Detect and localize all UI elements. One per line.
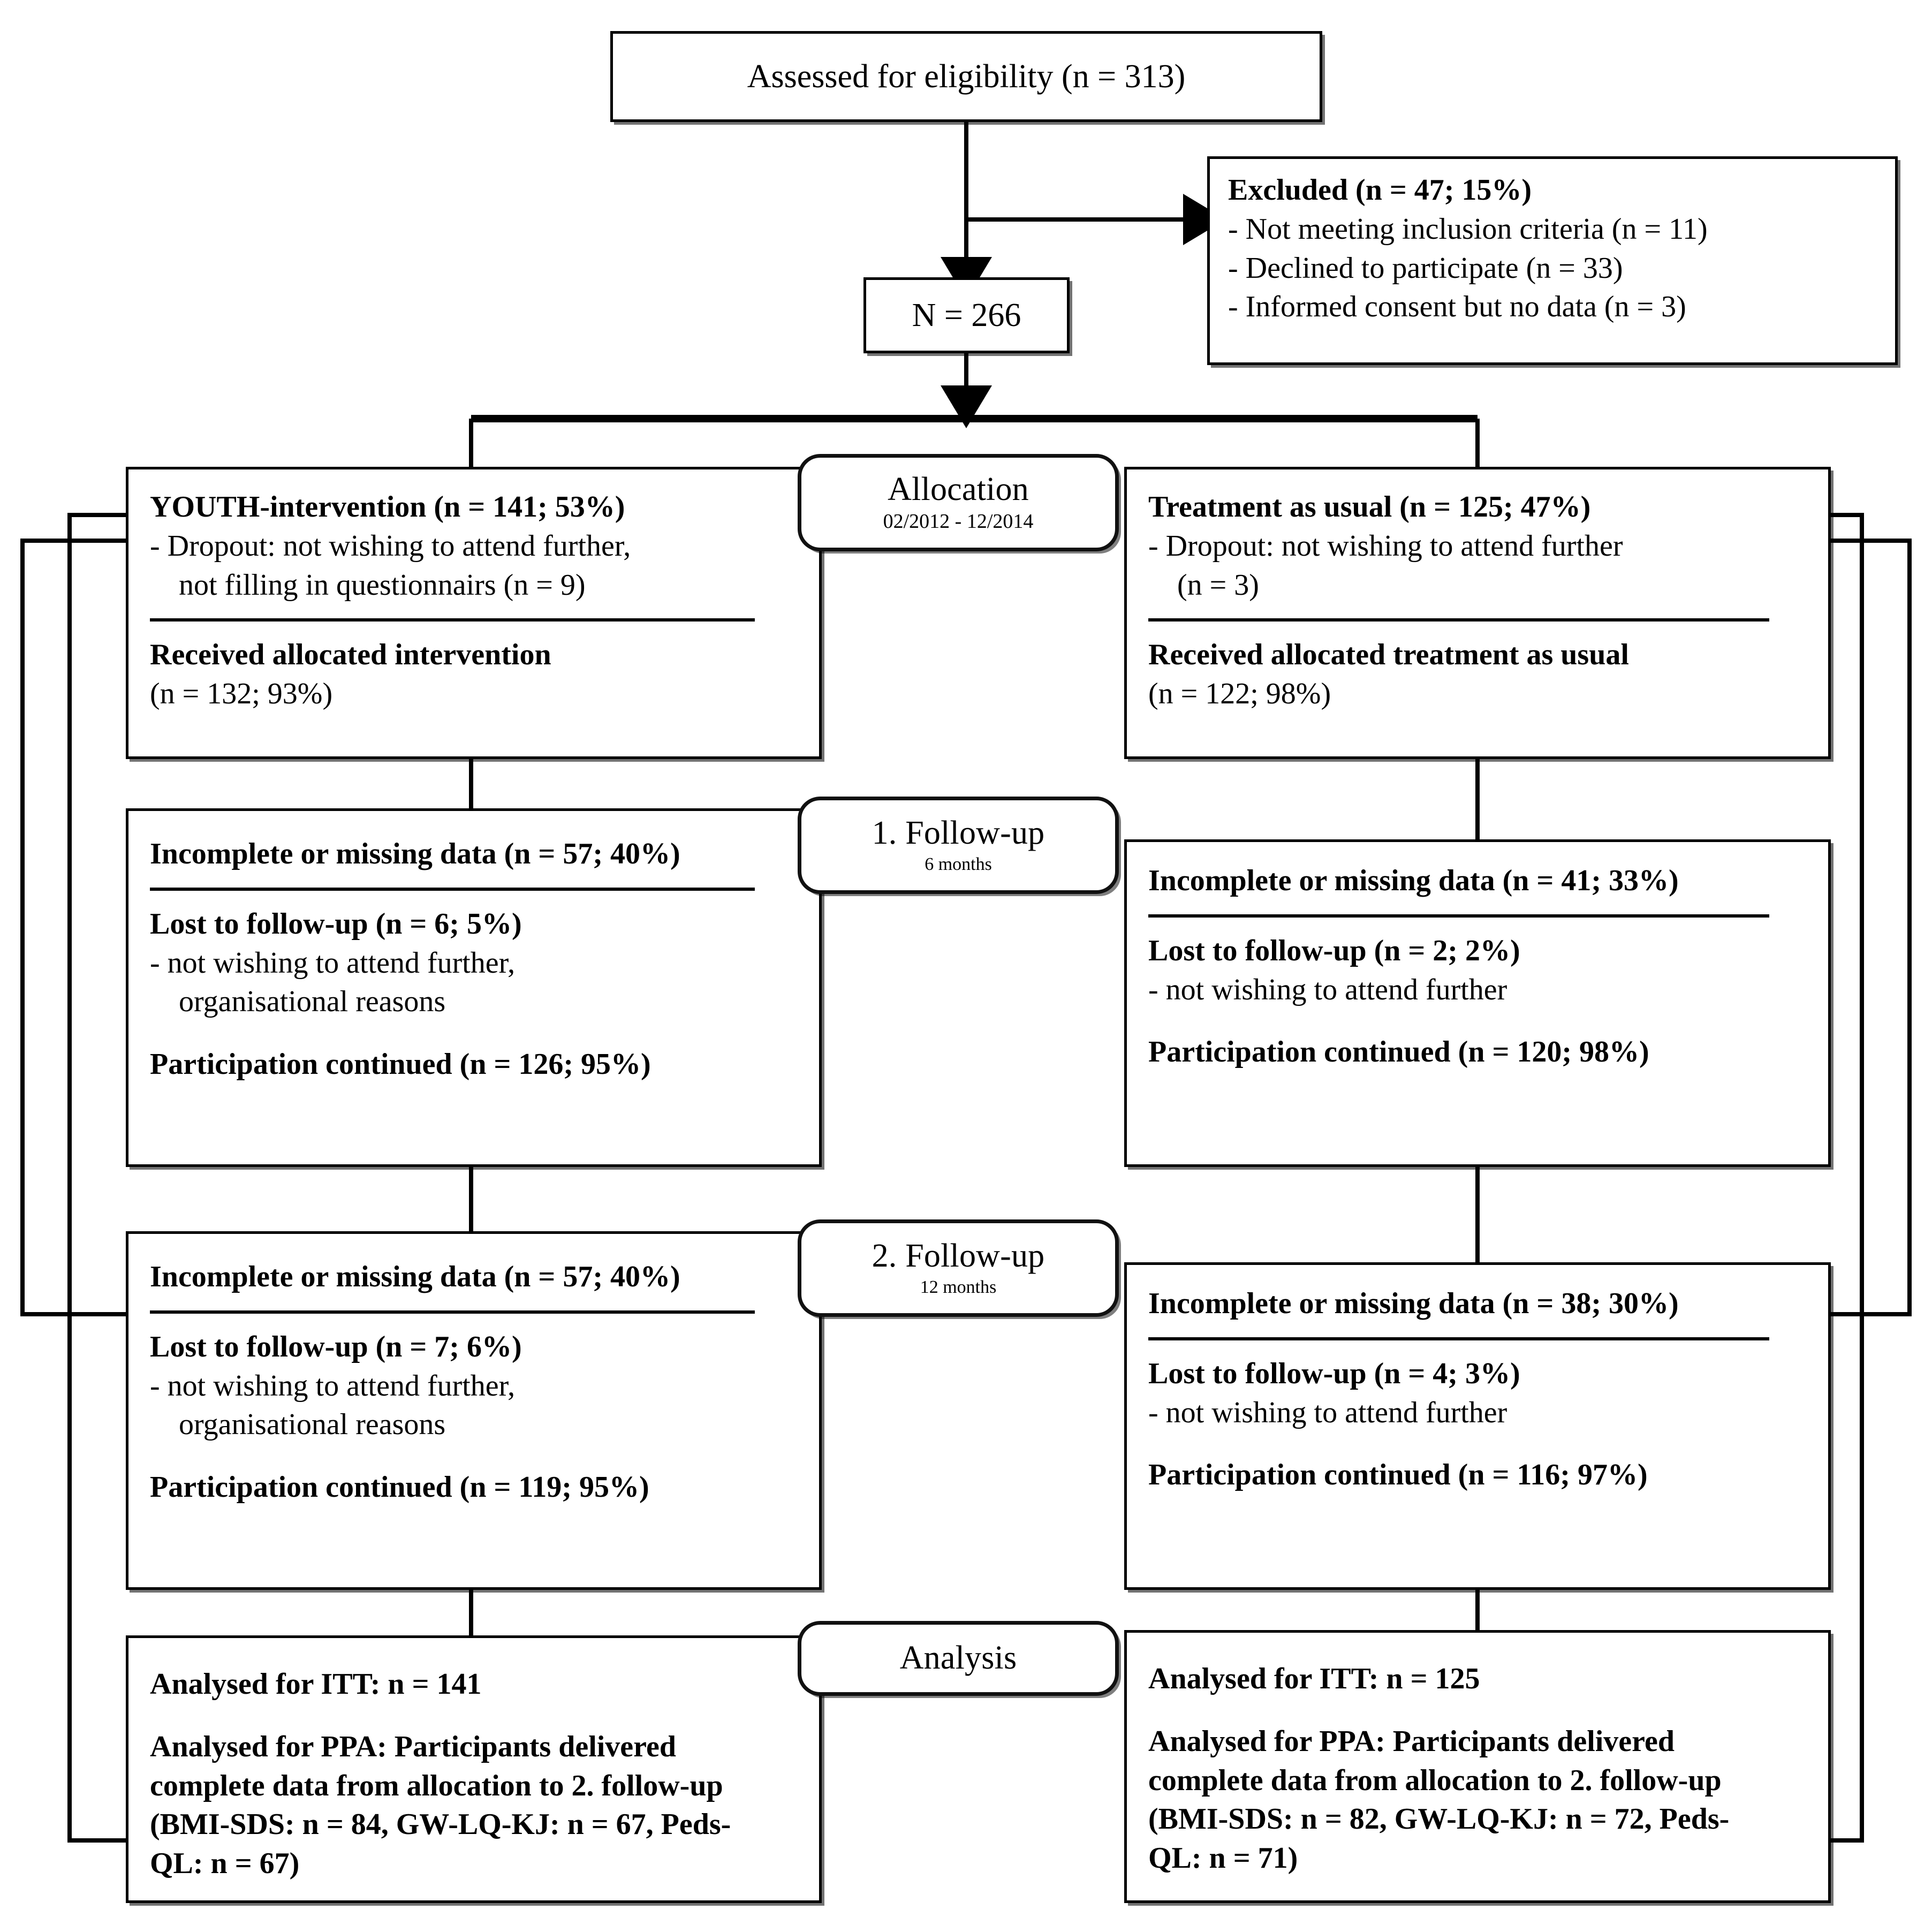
excluded-item-1: - Declined to participate (n = 33): [1228, 251, 1623, 285]
left-allocation-box: YOUTH-intervention (n = 141; 53%) - Drop…: [126, 467, 822, 759]
left-followup2-line-3: - not wishing to attend further,: [150, 1369, 516, 1403]
right-followup2-line-3: - not wishing to attend further: [1148, 1396, 1507, 1429]
right-analysis-box: Analysed for ITT: n = 125 Analysed for P…: [1124, 1630, 1831, 1903]
enrolled-box: N = 266: [863, 277, 1070, 353]
followup1-title: 1. Follow-up: [872, 815, 1045, 852]
followup1-subtitle: 6 months: [925, 854, 992, 875]
left-allocation-line-2: - Dropout: not wishing to attend further…: [150, 529, 631, 563]
right-analysis-line-5: QL: n = 71): [1148, 1841, 1298, 1875]
right-followup2-line-2: Lost to follow-up (n = 4; 3%): [1148, 1356, 1520, 1390]
right-allocation-box: Treatment as usual (n = 125; 47%) - Drop…: [1124, 467, 1831, 759]
enrolled-text: N = 266: [912, 297, 1021, 334]
left-allocation-line-3: not filling in questionnairs (n = 9): [179, 568, 586, 602]
right-followup2-divider: [1148, 1337, 1769, 1340]
left-analysis-line-3: complete data from allocation to 2. foll…: [150, 1769, 723, 1802]
right-allocation-line-5: (n = 122; 98%): [1148, 677, 1331, 711]
stage-label-allocation: Allocation 02/2012 - 12/2014: [798, 454, 1119, 551]
left-allocation-line-5: (n = 132; 93%): [150, 677, 333, 711]
followup2-title: 2. Follow-up: [872, 1238, 1045, 1275]
left-followup1-line-1: Incomplete or missing data (n = 57; 40%): [150, 837, 680, 870]
right-followup1-divider: [1148, 914, 1769, 918]
stage-label-followup1: 1. Follow-up 6 months: [798, 797, 1119, 894]
left-analysis-box: Analysed for ITT: n = 141 Analysed for P…: [126, 1635, 822, 1903]
left-followup2-line-1: Incomplete or missing data (n = 57; 40%): [150, 1260, 680, 1293]
allocation-subtitle: 02/2012 - 12/2014: [883, 510, 1034, 533]
assessed-for-eligibility-box: Assessed for eligibility (n = 313): [610, 31, 1322, 122]
left-followup2-line-5: Participation continued (n = 119; 95%): [150, 1471, 649, 1504]
right-allocation-line-4: Received allocated treatment as usual: [1148, 638, 1629, 672]
right-followup1-line-5: Participation continued (n = 120; 98%): [1148, 1035, 1649, 1069]
right-analysis-line-3: complete data from allocation to 2. foll…: [1148, 1763, 1722, 1797]
left-followup1-box: Incomplete or missing data (n = 57; 40%)…: [126, 808, 822, 1167]
left-allocation-divider: [150, 618, 755, 622]
left-analysis-line-1: Analysed for ITT: n = 141: [150, 1668, 482, 1701]
right-followup1-box: Incomplete or missing data (n = 41; 33%)…: [1124, 839, 1831, 1167]
assessed-for-eligibility-text: Assessed for eligibility (n = 313): [747, 58, 1186, 95]
right-allocation-line-2: - Dropout: not wishing to attend further: [1148, 529, 1623, 563]
right-followup2-box: Incomplete or missing data (n = 38; 30%)…: [1124, 1262, 1831, 1590]
excluded-item-2: - Informed consent but no data (n = 3): [1228, 290, 1686, 324]
left-analysis-line-5: QL: n = 67): [150, 1847, 300, 1881]
right-followup2-line-5: Participation continued (n = 116; 97%): [1148, 1458, 1648, 1492]
left-analysis-line-4: (BMI-SDS: n = 84, GW-LQ-KJ: n = 67, Peds…: [150, 1808, 731, 1841]
stage-label-analysis: Analysis: [798, 1621, 1119, 1696]
left-followup2-box: Incomplete or missing data (n = 57; 40%)…: [126, 1231, 822, 1590]
excluded-heading: Excluded (n = 47; 15%): [1228, 173, 1532, 207]
excluded-box: Excluded (n = 47; 15%) - Not meeting inc…: [1207, 156, 1898, 365]
left-followup2-divider: [150, 1310, 755, 1314]
left-followup2-line-4: organisational reasons: [179, 1408, 446, 1442]
left-allocation-line-1: YOUTH-intervention (n = 141; 53%): [150, 490, 625, 524]
left-followup1-line-5: Participation continued (n = 126; 95%): [150, 1048, 651, 1081]
right-allocation-divider: [1148, 618, 1769, 622]
analysis-title: Analysis: [899, 1640, 1017, 1677]
left-analysis-line-2: Analysed for PPA: Participants delivered: [150, 1730, 677, 1763]
excluded-item-0: - Not meeting inclusion criteria (n = 11…: [1228, 212, 1708, 246]
right-followup2-line-1: Incomplete or missing data (n = 38; 30%): [1148, 1287, 1679, 1320]
followup2-subtitle: 12 months: [920, 1277, 997, 1298]
right-followup1-line-3: - not wishing to attend further: [1148, 973, 1507, 1006]
right-allocation-line-3: (n = 3): [1177, 568, 1259, 602]
stage-label-followup2: 2. Follow-up 12 months: [798, 1219, 1119, 1317]
right-followup1-line-1: Incomplete or missing data (n = 41; 33%): [1148, 864, 1679, 897]
right-analysis-line-1: Analysed for ITT: n = 125: [1148, 1662, 1480, 1695]
left-followup1-line-4: organisational reasons: [179, 985, 446, 1019]
right-allocation-line-1: Treatment as usual (n = 125; 47%): [1148, 490, 1591, 524]
left-followup2-line-2: Lost to follow-up (n = 7; 6%): [150, 1330, 522, 1363]
left-followup1-divider: [150, 887, 755, 891]
right-analysis-line-2: Analysed for PPA: Participants delivered: [1148, 1724, 1675, 1758]
left-followup1-line-2: Lost to follow-up (n = 6; 5%): [150, 907, 522, 941]
right-analysis-line-4: (BMI-SDS: n = 82, GW-LQ-KJ: n = 72, Peds…: [1148, 1802, 1730, 1836]
allocation-title: Allocation: [888, 471, 1029, 508]
left-followup1-line-3: - not wishing to attend further,: [150, 946, 516, 980]
right-followup1-line-2: Lost to follow-up (n = 2; 2%): [1148, 934, 1520, 967]
left-allocation-line-4: Received allocated intervention: [150, 638, 551, 672]
